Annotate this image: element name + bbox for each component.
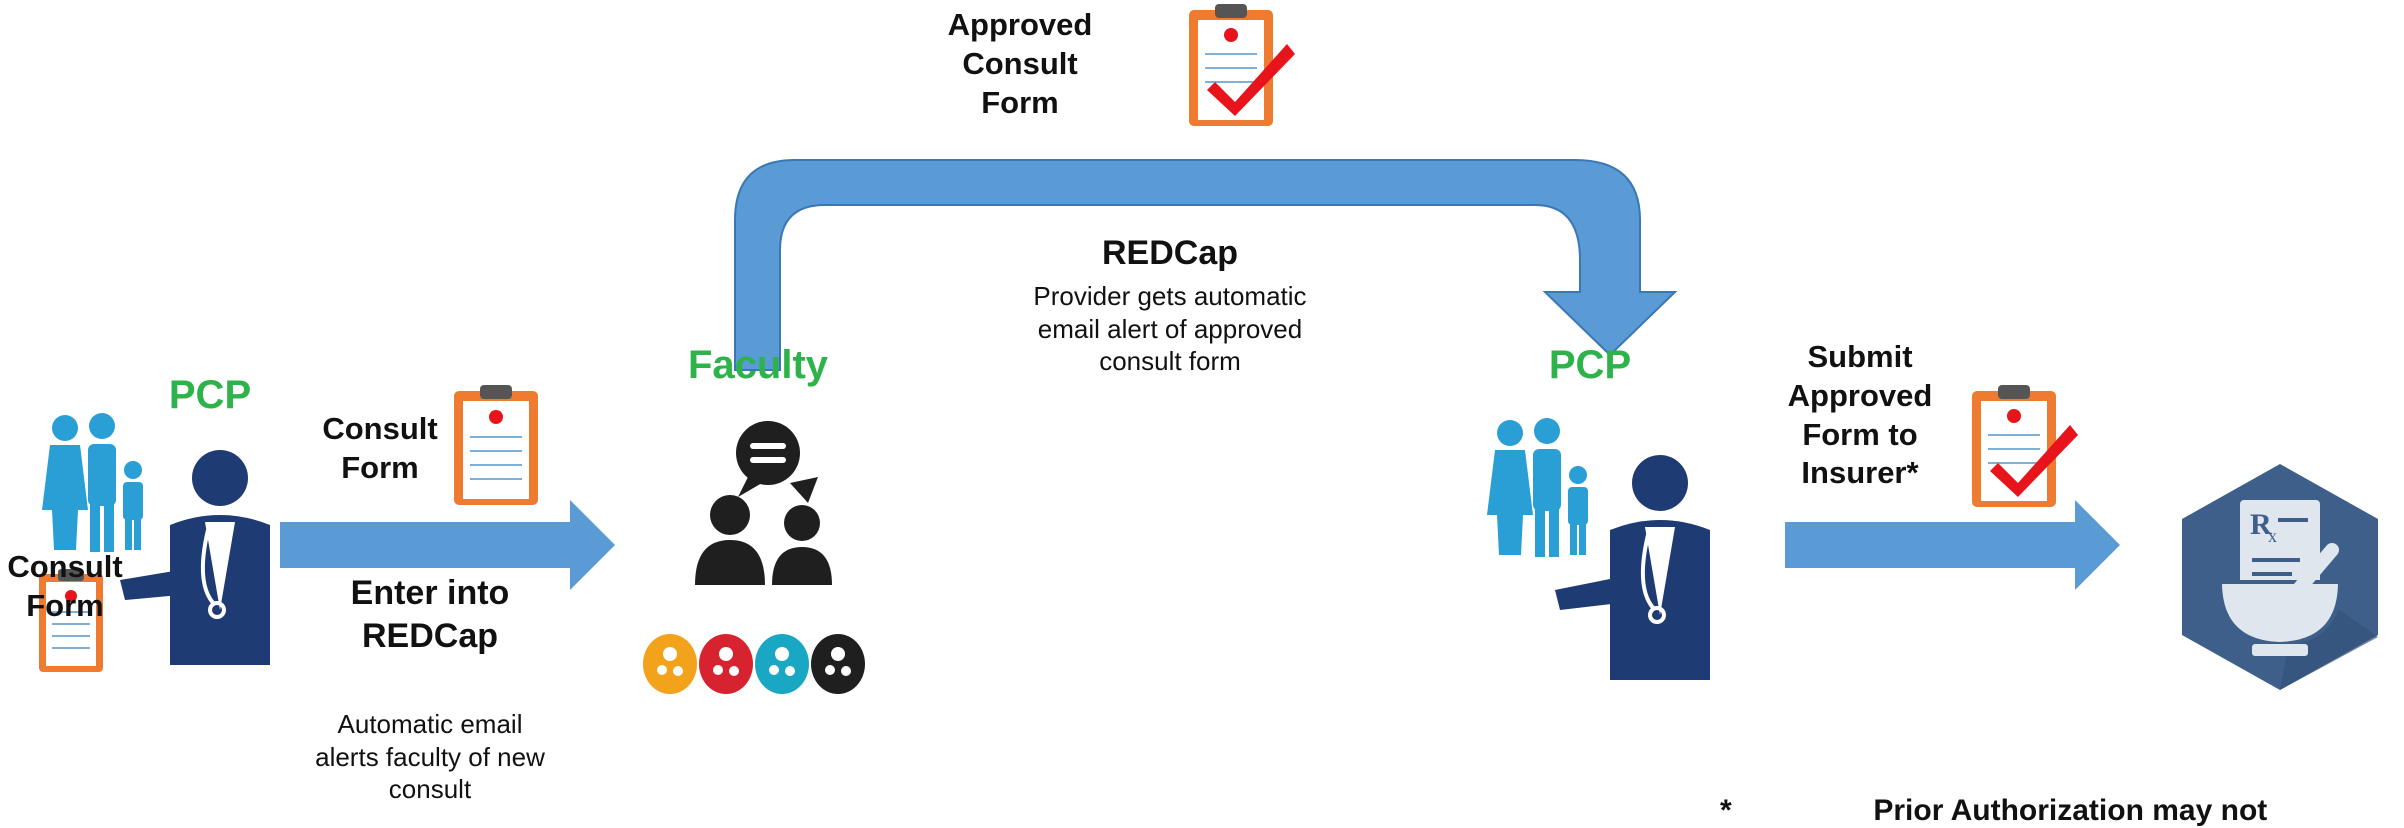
faculty-discussion-icon (690, 415, 840, 595)
badge-teal (755, 634, 809, 694)
submit-form-label: Submit Approved Form to Insurer* (1787, 339, 1933, 491)
submit-arrow (1785, 500, 2120, 590)
pcp-left-label: PCP (168, 373, 252, 417)
pcp-doctor-right-icon (1487, 418, 1710, 680)
footnote: * Prior Authorization may not (1720, 794, 2268, 827)
consult-form-clipboard (452, 383, 540, 512)
enter-redcap-arrow (280, 500, 615, 590)
approved-form-clipboard (1187, 2, 1297, 135)
doctor-figure (120, 450, 270, 665)
consult-form-clipboard-small (38, 568, 104, 679)
faculty-label: Faculty (687, 343, 829, 387)
badge-red (699, 634, 753, 694)
pharmacy-icon: R x (2180, 462, 2380, 697)
family-icon (42, 413, 143, 552)
pcp-doctor-icon (42, 413, 270, 665)
red-check-icon-right (1990, 425, 2078, 497)
faculty-color-badges (640, 630, 880, 703)
svg-text:R: R (2250, 508, 2272, 541)
red-check-icon (1207, 44, 1295, 116)
pcp-right-label: PCP (1548, 343, 1632, 387)
pcp-right-illustration (1475, 405, 1745, 690)
enter-redcap-note: Automatic email alerts faculty of new co… (315, 709, 545, 804)
pcp-left-illustration (30, 400, 300, 700)
enter-redcap-title: Enter into REDCap (350, 574, 510, 655)
badge-orange (643, 634, 697, 694)
svg-text:x: x (2268, 526, 2277, 546)
badge-black (811, 634, 865, 694)
approved-consult-form-label: Approved Consult Form (947, 7, 1093, 120)
redcap-title: REDCap (1101, 234, 1239, 272)
consult-form-left-label: Consult Form (7, 549, 123, 623)
family-icon-right (1487, 418, 1588, 557)
consult-form-label: Consult Form (322, 411, 438, 485)
redcap-note: Provider gets automatic email alert of a… (1033, 281, 1307, 376)
redcap-curved-arrow (734, 159, 1678, 371)
submit-form-clipboard (1970, 383, 2080, 516)
